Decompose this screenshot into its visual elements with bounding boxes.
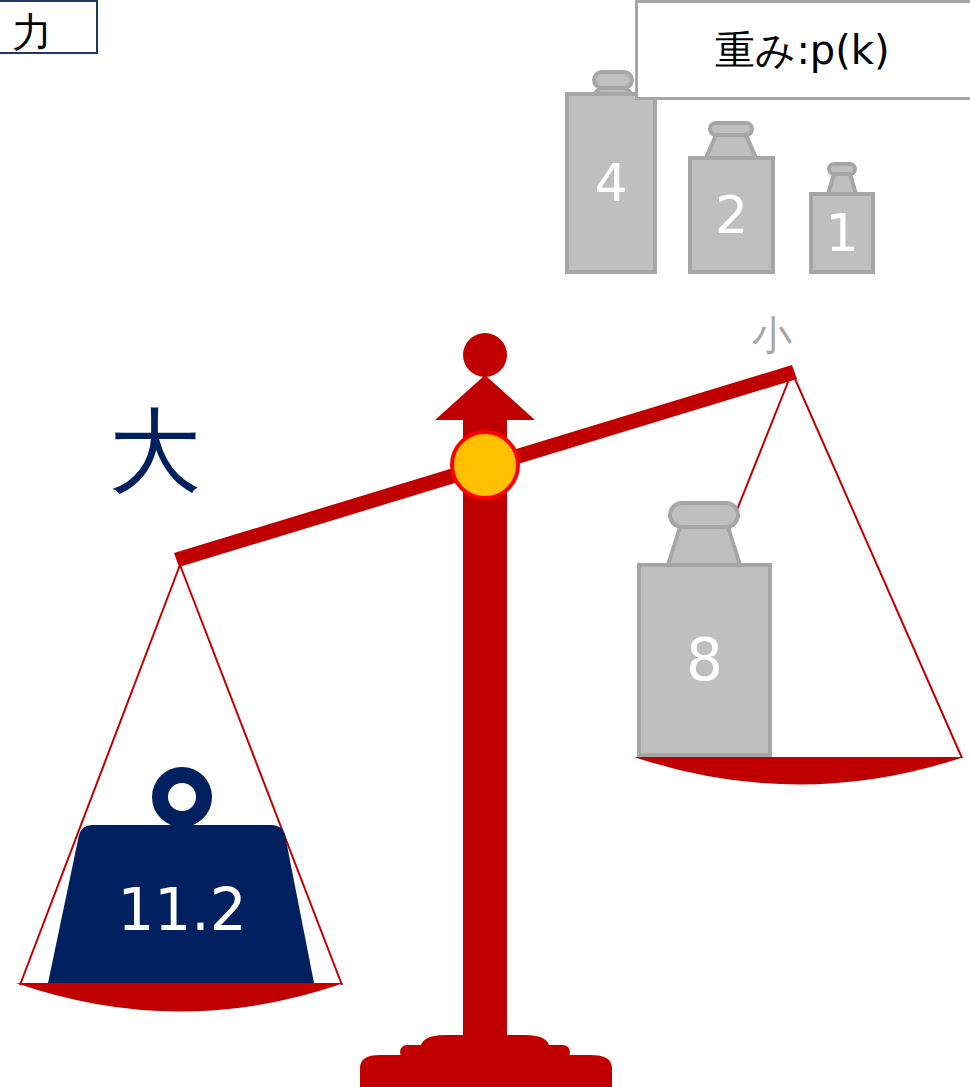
weight-4: 4	[567, 94, 655, 272]
weight-8: 8	[639, 565, 770, 755]
node-text: 11.2	[117, 881, 246, 939]
left-pan	[16, 983, 344, 1012]
node-text: 力	[12, 12, 52, 52]
weight-legend-box: 重み:p(k)	[635, 0, 970, 100]
node-text: 2	[715, 189, 748, 241]
large-label: 大	[109, 406, 201, 498]
left-pan-strings	[20, 565, 342, 985]
node-text: 4	[594, 157, 627, 209]
input-box: 力	[0, 0, 98, 54]
right-pan-strings	[638, 372, 962, 758]
weight-11-2-shape	[48, 775, 314, 983]
node-text: 8	[686, 631, 723, 689]
small-label: 小	[752, 315, 792, 355]
weight-11-2: 11.2	[60, 840, 304, 980]
weight-8-shape	[639, 503, 770, 755]
spare-weights	[567, 72, 873, 272]
pivot	[452, 432, 518, 498]
node-text: 1	[825, 207, 858, 259]
right-pan	[634, 757, 964, 785]
weight-2: 2	[690, 158, 773, 272]
node-text: 重み:p(k)	[715, 30, 889, 70]
weight-1: 1	[811, 194, 873, 272]
balance-beam	[174, 365, 797, 567]
